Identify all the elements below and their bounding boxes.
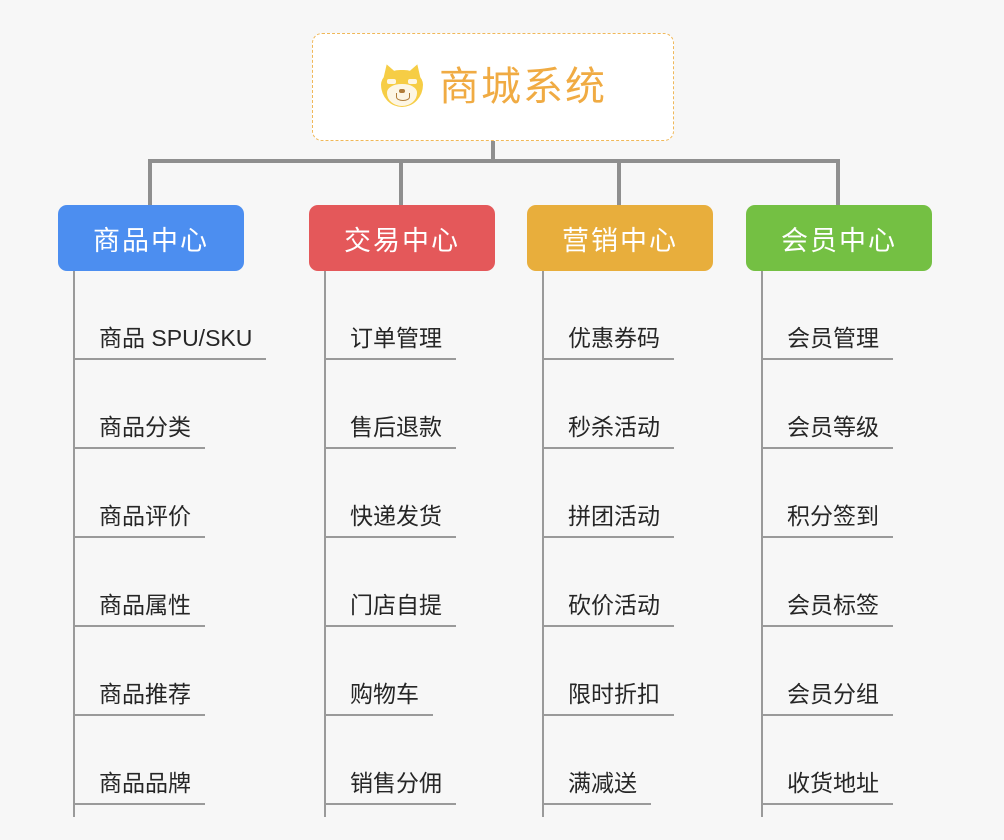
leaf-item[interactable]: 订单管理 [309,271,495,360]
leaf-item[interactable]: 商品 SPU/SKU [58,271,267,360]
branch-column-2: 交易中心 订单管理 售后退款 快递发货 门店自提 购物车 销售分佣 [309,205,495,817]
leaf-item[interactable]: 售后退款 [309,360,495,449]
leaf-label: 商品推荐 [73,681,205,716]
leaf-item[interactable]: 收货地址 [746,716,932,805]
branch-header-3[interactable]: 营销中心 [527,205,713,271]
branch-spine-1 [73,271,75,817]
connector-drop-1 [148,159,152,207]
branch-column-1: 商品中心 商品 SPU/SKU 商品分类 商品评价 商品属性 商品推荐 商品品牌 [58,205,267,817]
leaf-label: 快递发货 [324,503,456,538]
leaf-item[interactable]: 会员等级 [746,360,932,449]
branch-header-2[interactable]: 交易中心 [309,205,495,271]
leaf-item[interactable]: 快递发货 [309,449,495,538]
leaf-item[interactable]: 拼团活动 [527,449,713,538]
leaf-label: 限时折扣 [542,681,674,716]
leaf-item[interactable]: 秒杀活动 [527,360,713,449]
root-title: 商城系统 [439,65,607,109]
leaf-label: 购物车 [324,681,433,716]
leaf-label: 积分签到 [761,503,893,538]
leaf-label: 会员标签 [761,592,893,627]
leaf-label: 门店自提 [324,592,456,627]
leaf-label: 售后退款 [324,414,456,449]
branch-header-4[interactable]: 会员中心 [746,205,932,271]
branch-column-4: 会员中心 会员管理 会员等级 积分签到 会员标签 会员分组 收货地址 [746,205,932,817]
leaf-item[interactable]: 商品推荐 [58,627,244,716]
leaf-label: 销售分佣 [324,770,456,805]
connector-drop-4 [836,159,840,207]
leaf-item[interactable]: 门店自提 [309,538,495,627]
leaf-item[interactable]: 会员分组 [746,627,932,716]
leaf-label: 秒杀活动 [542,414,674,449]
branch-spine-3 [542,271,544,817]
connector-drop-2 [399,159,403,207]
connector-drop-3 [617,159,621,207]
leaf-label: 优惠券码 [542,325,674,360]
branch-items-1: 商品 SPU/SKU 商品分类 商品评价 商品属性 商品推荐 商品品牌 [58,271,267,817]
leaf-item[interactable]: 限时折扣 [527,627,713,716]
leaf-label: 商品 SPU/SKU [73,325,267,360]
leaf-item[interactable]: 购物车 [309,627,495,716]
leaf-label: 会员分组 [761,681,893,716]
leaf-label: 拼团活动 [542,503,674,538]
leaf-item[interactable]: 砍价活动 [527,538,713,627]
leaf-label: 满减送 [542,770,651,805]
connector-horizontal-bar [148,159,840,163]
leaf-label: 收货地址 [761,770,893,805]
leaf-label: 砍价活动 [542,592,674,627]
leaf-item[interactable]: 优惠券码 [527,271,713,360]
leaf-item[interactable]: 商品评价 [58,449,244,538]
branch-column-3: 营销中心 优惠券码 秒杀活动 拼团活动 砍价活动 限时折扣 满减送 [527,205,713,817]
branch-items-2: 订单管理 售后退款 快递发货 门店自提 购物车 销售分佣 [309,271,495,817]
leaf-item[interactable]: 会员标签 [746,538,932,627]
leaf-label: 商品品牌 [73,770,205,805]
leaf-item[interactable]: 商品分类 [58,360,244,449]
leaf-label: 商品属性 [73,592,205,627]
leaf-label: 商品评价 [73,503,205,538]
root-node[interactable]: 商城系统 [312,33,674,141]
leaf-item[interactable]: 满减送 [527,716,713,805]
leaf-label: 会员等级 [761,414,893,449]
leaf-label: 商品分类 [73,414,205,449]
leaf-item[interactable]: 会员管理 [746,271,932,360]
leaf-item[interactable]: 销售分佣 [309,716,495,805]
leaf-item[interactable]: 商品属性 [58,538,244,627]
branch-items-3: 优惠券码 秒杀活动 拼团活动 砍价活动 限时折扣 满减送 [527,271,713,817]
shiba-inu-icon [378,61,426,110]
branch-header-1[interactable]: 商品中心 [58,205,244,271]
branch-spine-2 [324,271,326,817]
leaf-label: 会员管理 [761,325,893,360]
leaf-item[interactable]: 积分签到 [746,449,932,538]
leaf-item[interactable]: 商品品牌 [58,716,244,805]
leaf-label: 订单管理 [324,325,456,360]
connector-root-stem [491,141,495,163]
branch-spine-4 [761,271,763,817]
branch-items-4: 会员管理 会员等级 积分签到 会员标签 会员分组 收货地址 [746,271,932,817]
